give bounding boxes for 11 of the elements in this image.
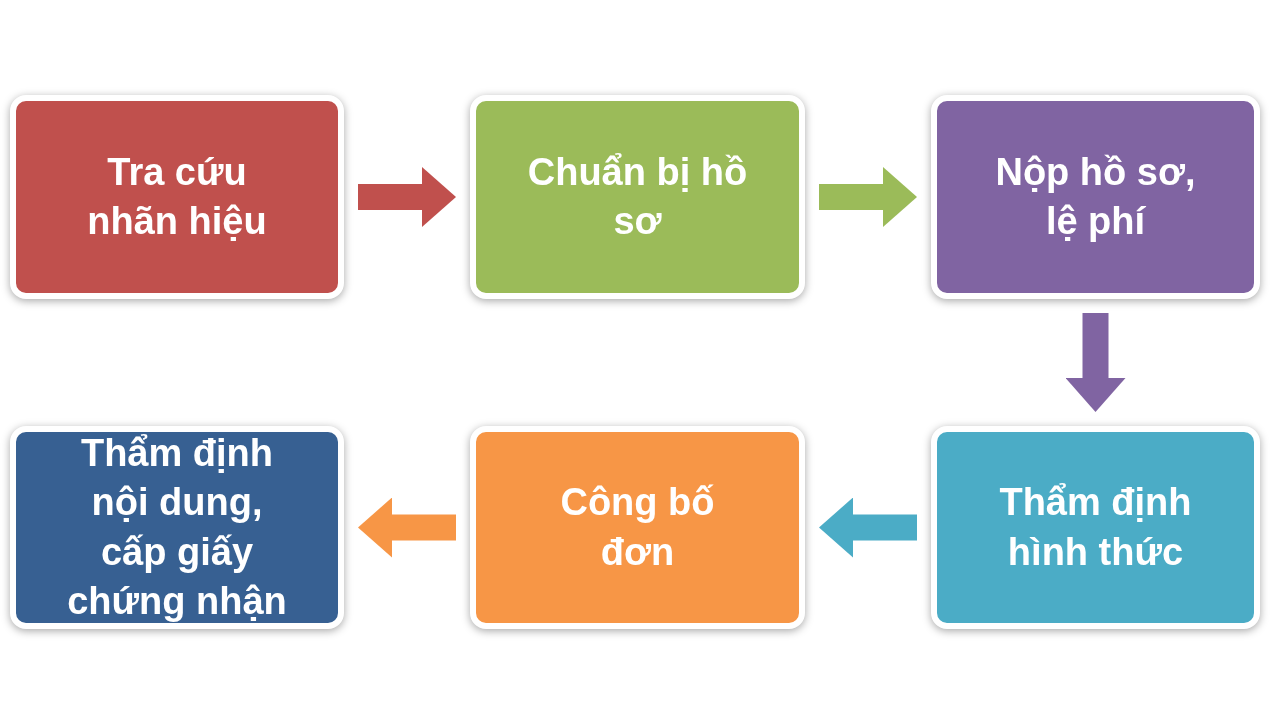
block-arrow (819, 167, 917, 227)
block-arrow (358, 167, 456, 227)
block-arrow (819, 497, 917, 558)
step-label: Thẩm định nội dung, cấp giấy chứng nhận (66, 430, 288, 624)
step-label: Thẩm định hình thức (998, 480, 1193, 575)
step-label: Công bố đơn (559, 480, 716, 575)
block-arrow (1065, 313, 1126, 412)
block-arrow (358, 497, 456, 558)
step-label: Chuẩn bị hồ sơ (526, 149, 749, 244)
step-label: Tra cứu nhãn hiệu (86, 149, 268, 244)
step-label: Nộp hồ sơ, lệ phí (994, 149, 1197, 244)
